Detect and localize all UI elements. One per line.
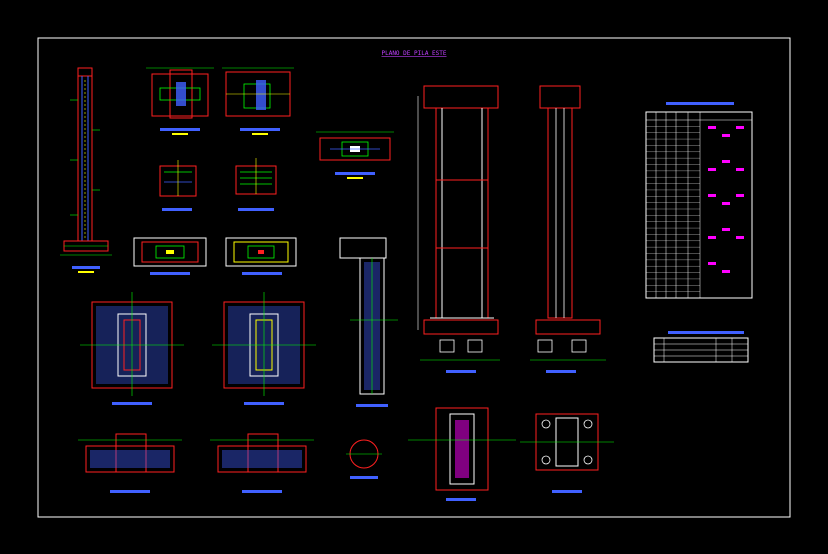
schedule-bar-shape xyxy=(708,262,716,265)
schedule-bar-shape xyxy=(722,270,730,273)
schedule-bar-shape xyxy=(736,168,744,171)
drawing-title: PLANO DE PILA ESTE xyxy=(381,50,446,57)
rebar-schedule-table xyxy=(645,102,753,299)
pier-plan-view xyxy=(408,407,516,501)
pier-front-elevation xyxy=(417,85,500,373)
pier-base-plan xyxy=(520,413,614,493)
detail-plan-middle-right xyxy=(225,237,297,275)
schedule-bar-shape xyxy=(736,236,744,239)
schedule-bar-shape xyxy=(708,236,716,239)
footing-plan-left xyxy=(80,292,184,405)
schedule-bar-shape xyxy=(708,126,716,129)
schedule-bar-shape xyxy=(708,194,716,197)
detail-anchor-right xyxy=(235,158,277,211)
schedule-bar-shape xyxy=(722,160,730,163)
schedule-bar-shape xyxy=(736,126,744,129)
footing-section-right xyxy=(210,433,314,493)
pier-lateral-elevation xyxy=(530,85,606,373)
detail-plan-middle-left xyxy=(133,237,207,275)
detail-anchor-left xyxy=(159,160,197,211)
detail-section-top-middle xyxy=(222,67,294,135)
schedule-bar-shape xyxy=(736,194,744,197)
schedule-bar-shape xyxy=(722,202,730,205)
schedule-bar-shape xyxy=(708,168,716,171)
schedule-bar-shape xyxy=(722,228,730,231)
pier-elevation-detail xyxy=(60,67,112,273)
column-rebar-detail xyxy=(339,237,398,407)
footing-plan-right xyxy=(212,292,316,405)
circular-section-detail xyxy=(346,439,382,479)
schedule-bar-shape xyxy=(722,134,730,137)
concrete-quantity-table xyxy=(653,331,749,363)
schedule-rows xyxy=(646,126,744,292)
sheet-border xyxy=(37,37,791,518)
detail-plate-right xyxy=(316,131,394,179)
footing-section-left xyxy=(78,433,182,493)
detail-section-top-left xyxy=(146,67,214,135)
